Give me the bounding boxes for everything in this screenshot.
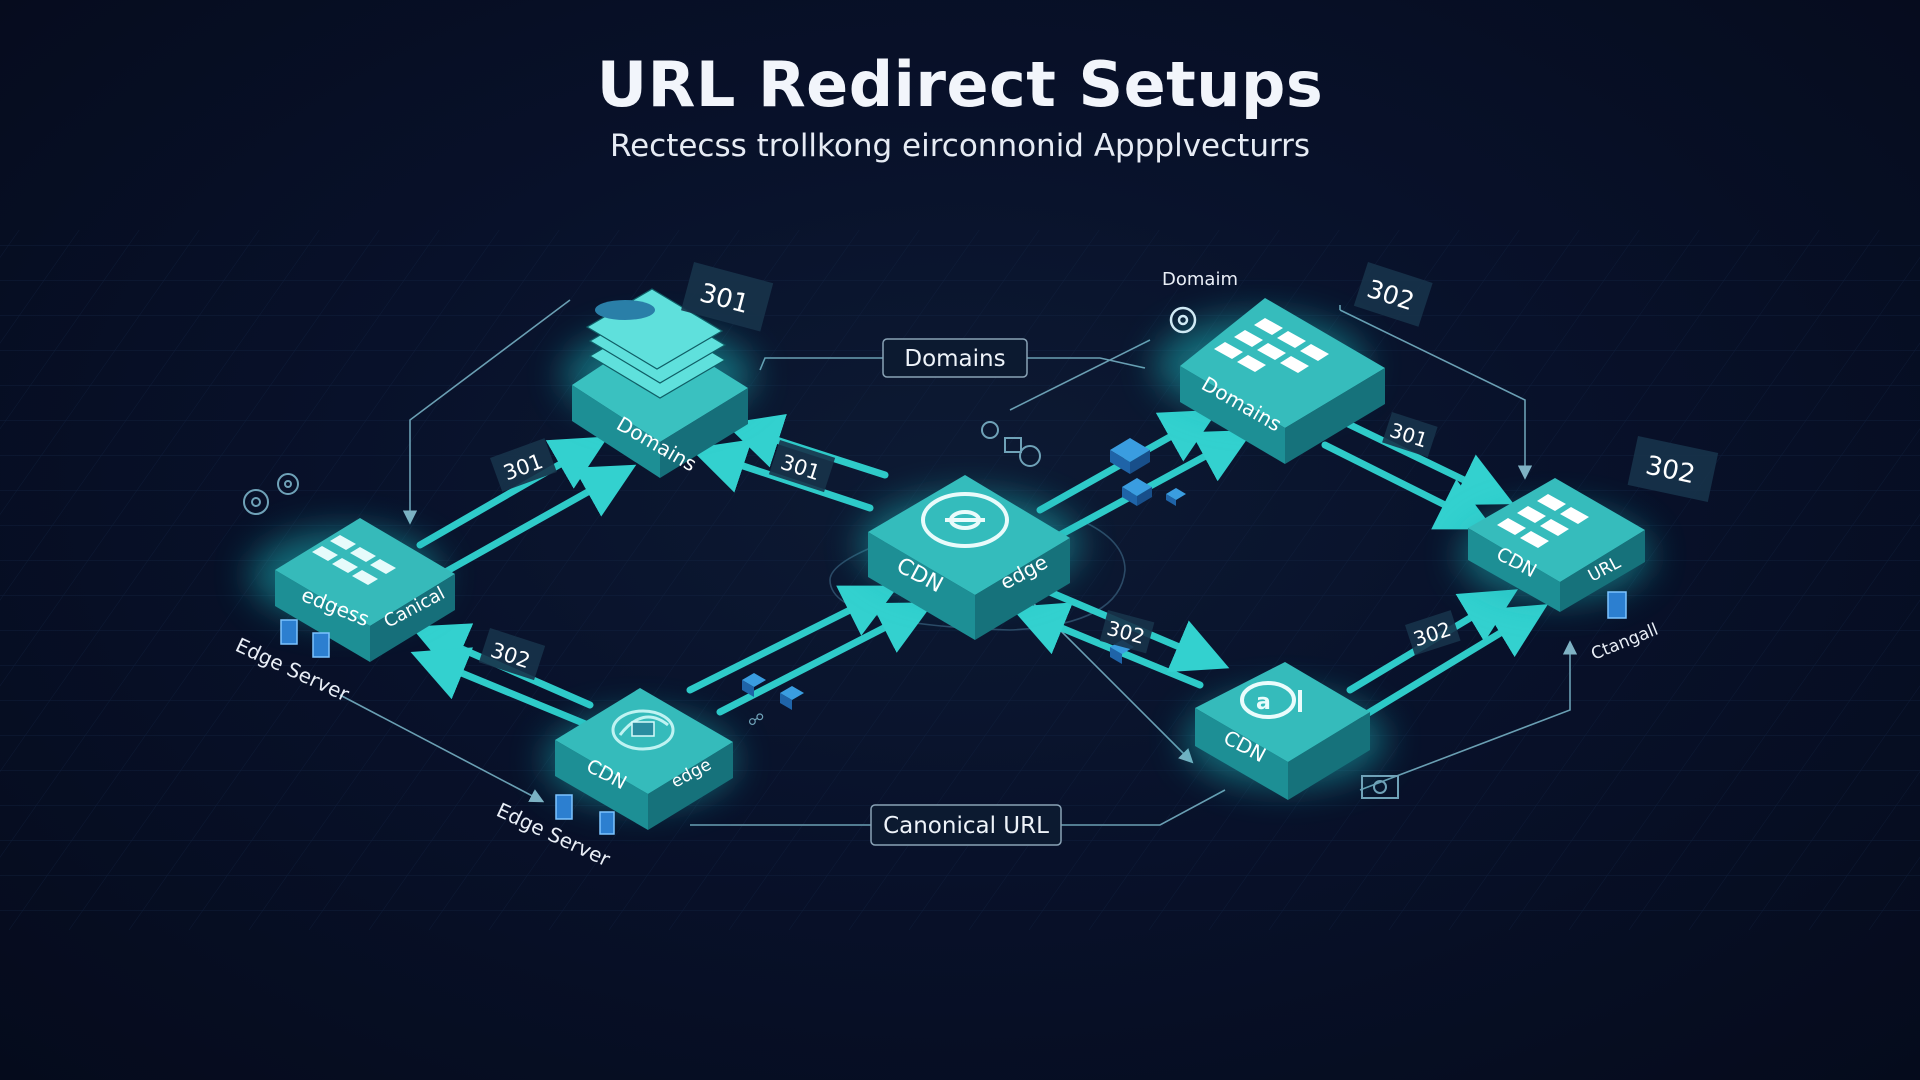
domains-label-box: Domains [882,338,1028,378]
node-cdn-bottom-left: CDN edge [555,688,733,830]
arrow-cdnbl-to-edge-b [410,647,604,734]
gear-icon [243,473,299,515]
svg-text:a: a [1256,690,1271,715]
connector-domains-box-right [1027,357,1146,369]
server-icon [280,591,1627,835]
decorative-cubes: ☍ [243,306,1627,835]
cube-icon [742,673,766,697]
node-edge-left: edgess Canical [275,518,455,662]
arrow-cdnbr-to-cdnr-b [1361,604,1548,719]
badge-301-top: 301 [681,262,774,332]
badge-302-far-right: 302 [1627,436,1719,502]
robot-icon [981,421,1041,467]
canonical-url-label-box: Canonical URL [870,804,1062,846]
badge-302-center: 302 [1099,610,1155,654]
node-domains-right: Domains [1180,298,1385,464]
camera-icon [1361,775,1399,799]
node-cdn-bottom-right: a CDN [1195,662,1370,800]
svg-text:Domains: Domains [904,346,1005,372]
grid-tiles-icon [1497,494,1589,548]
refresh-arrows-icon [611,709,675,751]
connector-left-loop [402,299,571,525]
cube-icon [780,686,804,710]
cube-icon [1110,438,1150,474]
arrow-edge-to-domains-a [416,436,609,549]
search-badge-icon: a [1240,681,1302,719]
tag-icon: ☍ [748,710,764,729]
arrow-cdnbl-to-center-a [686,585,899,694]
server-stack-icon [585,288,727,399]
grid-tiles-icon [312,535,396,585]
connector-right-loop [1339,309,1533,480]
cube-icon [1122,478,1152,506]
connector-canonical-right [1061,789,1226,826]
location-pin-icon [1169,306,1197,334]
connector-center-to-right [1009,339,1151,411]
status-badges: 301 301 301 302 302 302 301 302 [478,262,1719,681]
thin-connectors [339,299,1578,826]
badge-301-center: 301 [768,440,836,493]
svg-text:☍: ☍ [748,710,764,729]
cube-icon [1166,488,1186,506]
refresh-cycle-icon [921,492,1009,548]
badge-302-right: 302 [1405,610,1461,656]
grid-tiles-icon [1214,318,1329,373]
diagram-title: URL Redirect Setups [596,48,1324,121]
connector-center-curve [829,519,1126,631]
node-cdn-right: CDN URL [1468,478,1645,612]
diagram-subtitle: Rectecss trollkong eirconnonid Appplvect… [609,128,1311,164]
badge-302-top-right: 302 [1353,262,1433,327]
connector-domains-box-left [759,357,883,371]
svg-text:Canonical URL: Canonical URL [883,813,1049,839]
badge-302-bottom-left: 302 [478,628,546,681]
arrow-domainsr-to-cdnr-b [1321,441,1494,530]
arrow-edge-to-domains-b [436,464,637,579]
connector-left-bottom [339,694,545,803]
domain-top-label: Domaim [1162,269,1238,290]
node-cdn-center: CDN edge [868,475,1070,640]
connector-right-up [1359,640,1578,791]
